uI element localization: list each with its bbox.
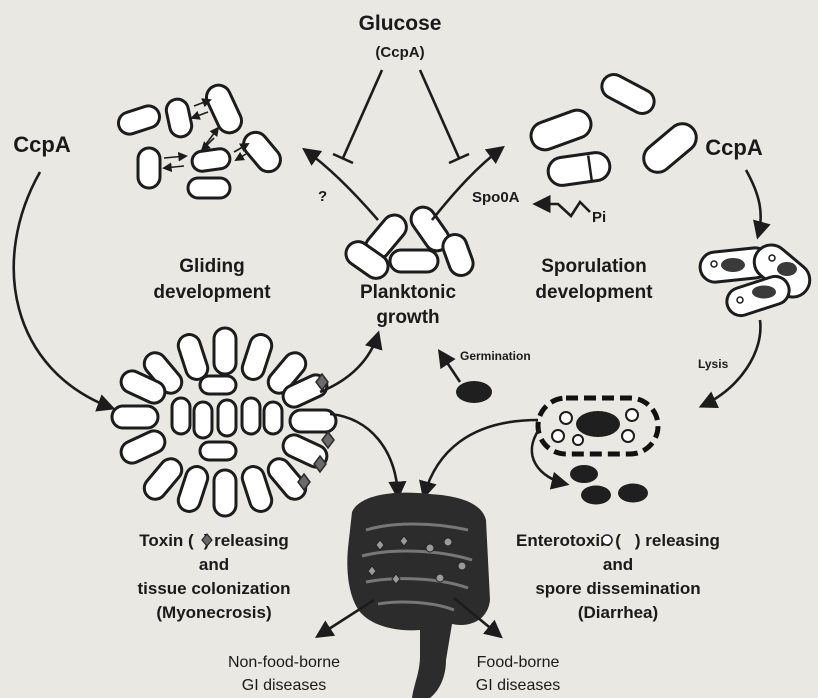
question-mark: ? [318,188,327,205]
toxin-caption-1: Toxin () releasing [139,531,289,550]
arrow-lysis-to-intestine [424,420,538,496]
sporulation-cells [527,70,702,187]
phosphorylation-arrow [536,202,590,216]
enterotoxin-caption-2: and [603,555,633,574]
gliding-label-1: Gliding [179,256,244,277]
planktonic-cells [341,202,476,283]
pi-label: Pi [592,209,606,226]
gliding-cells [116,81,286,198]
enterotoxin-caption-3: spore dissemination [535,579,700,598]
germination-label: Germination [460,349,531,363]
enterotoxin-symbol [602,535,612,545]
germinating-spore [456,381,492,403]
toxin-caption-3: tissue colonization [137,579,290,598]
toxin-caption-4: (Myonecrosis) [156,603,271,622]
ccpa-right-label: CcpA [705,135,763,160]
enterotoxin-caption-4: (Diarrhea) [578,603,658,622]
lysed-cell-enterotoxin [538,398,658,454]
lysis-label: Lysis [698,357,729,371]
arrow-ccpa-to-mother-cells [746,170,761,236]
planktonic-label-1: Planktonic [360,282,457,303]
arrow-colony-to-intestine [330,414,398,496]
mother-cells-with-spores [699,238,817,319]
glucose-label: Glucose [359,12,442,35]
spo0a-label: Spo0A [472,189,520,206]
free-spores [570,465,648,505]
ccpa-left-label: CcpA [13,132,71,157]
nonfood-label-1: Non-food-borne [228,654,340,671]
intestine-illustration [347,493,490,698]
glucose-inhibition-lines [333,70,469,163]
planktonic-label-2: growth [376,307,439,328]
arrow-colony-to-planktonic [320,334,378,392]
arrow-nonfood-borne [318,600,374,636]
nonfood-label-2: GI diseases [242,677,326,694]
sporulation-label-2: development [535,282,653,303]
arrow-ccpa-to-colony [14,172,112,408]
food-label-1: Food-borne [477,654,560,671]
gliding-label-2: development [153,282,271,303]
food-label-2: GI diseases [476,677,560,694]
arrow-planktonic-to-gliding [305,150,378,220]
glucose-ccpa-label: (CcpA) [375,44,424,61]
arrow-planktonic-to-sporulation [432,148,502,220]
sporulation-label-1: Sporulation [541,256,647,277]
arrow-germination [440,352,460,382]
toxin-caption-2: and [199,555,229,574]
enterotoxin-caption-1: Enterotoxin () releasing [516,531,720,550]
